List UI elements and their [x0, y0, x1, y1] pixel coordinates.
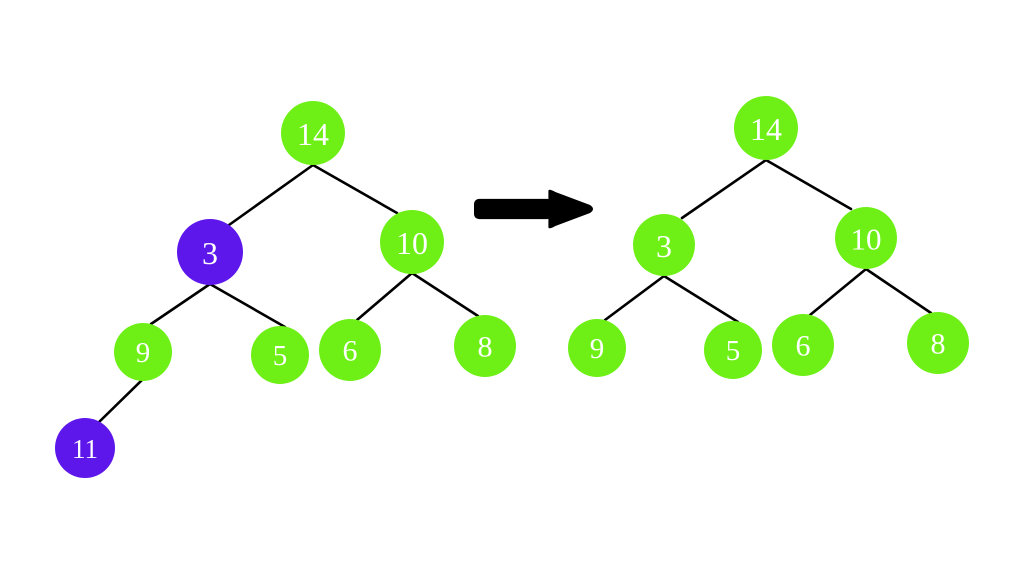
tree-node-R14[interactable]: 14	[734, 96, 798, 160]
tree-edge-L10-L8	[410, 271, 480, 318]
node-circle-R9[interactable]	[568, 319, 626, 377]
node-label-R6: 6	[796, 330, 811, 363]
node-circle-R5[interactable]	[704, 321, 762, 379]
node-label-L14: 14	[297, 116, 329, 152]
node-label-L10: 10	[396, 225, 428, 261]
node-circle-L11[interactable]	[55, 418, 115, 478]
tree-node-L14[interactable]: 14	[281, 101, 345, 165]
tree-node-L9[interactable]: 9	[114, 323, 172, 381]
tree-before-edges	[95, 163, 480, 426]
tree-node-R10[interactable]: 10	[835, 207, 897, 269]
tree-edge-L9-L11	[95, 377, 145, 426]
node-label-L8: 8	[478, 331, 493, 364]
edges-layer	[95, 158, 933, 426]
tree-after-nodes: 14 3 10 9 5 6 8	[568, 96, 969, 379]
node-label-R9: 9	[590, 333, 605, 365]
tree-node-R5[interactable]: 5	[704, 321, 762, 379]
node-label-L5: 5	[273, 340, 288, 372]
tree-edge-L3-L5	[208, 282, 287, 329]
tree-edge-L14-L3	[227, 163, 315, 227]
tree-node-L3[interactable]: 3	[177, 219, 243, 285]
tree-edge-R10-R6	[808, 267, 868, 317]
nodes-layer: 14 3 10 9 5 6 8 11 14 3 10 9 5 6 8	[55, 96, 969, 478]
arrow-head	[548, 189, 593, 229]
tree-edge-L14-L10	[311, 163, 399, 215]
node-circle-L10[interactable]	[380, 210, 444, 274]
tree-edge-R14-R3	[680, 158, 768, 220]
tree-node-L5[interactable]: 5	[251, 326, 309, 384]
tree-node-R6[interactable]: 6	[772, 314, 834, 376]
node-circle-L9[interactable]	[114, 323, 172, 381]
tree-node-R9[interactable]: 9	[568, 319, 626, 377]
tree-before-nodes: 14 3 10 9 5 6 8 11	[55, 101, 516, 478]
node-circle-R14[interactable]	[734, 96, 798, 160]
node-circle-L14[interactable]	[281, 101, 345, 165]
node-label-L11: 11	[72, 434, 98, 464]
node-circle-L8[interactable]	[454, 315, 516, 377]
node-circle-R3[interactable]	[633, 214, 695, 276]
tree-edge-L3-L9	[149, 282, 212, 326]
node-label-R5: 5	[726, 335, 741, 367]
node-label-R8: 8	[931, 328, 946, 361]
node-label-R14: 14	[750, 111, 782, 147]
tree-node-R3[interactable]: 3	[633, 214, 695, 276]
node-circle-L3[interactable]	[177, 219, 243, 285]
tree-node-R8[interactable]: 8	[907, 312, 969, 374]
node-label-L9: 9	[136, 337, 151, 369]
tree-node-L6[interactable]: 6	[319, 319, 381, 381]
arrow-layer	[474, 189, 593, 229]
arrow-shaft	[474, 198, 553, 220]
node-label-R3: 3	[656, 228, 672, 264]
node-circle-R8[interactable]	[907, 312, 969, 374]
tree-node-L10[interactable]: 10	[380, 210, 444, 274]
node-circle-R10[interactable]	[835, 207, 897, 269]
tree-after-edges	[603, 158, 933, 324]
tree-edge-L10-L6	[355, 271, 414, 322]
tree-edge-R10-R8	[864, 267, 933, 315]
node-label-L6: 6	[343, 335, 358, 368]
tree-node-L8[interactable]: 8	[454, 315, 516, 377]
node-circle-L5[interactable]	[251, 326, 309, 384]
node-circle-L6[interactable]	[319, 319, 381, 381]
node-label-L3: 3	[202, 235, 218, 271]
tree-node-L11[interactable]: 11	[55, 418, 115, 478]
node-circle-R6[interactable]	[772, 314, 834, 376]
tree-edge-R14-R10	[764, 158, 853, 211]
tree-edge-R3-R9	[603, 274, 666, 322]
arrow-right-icon	[474, 189, 593, 229]
node-label-R10: 10	[851, 222, 882, 257]
tree-edge-R3-R5	[662, 274, 740, 324]
